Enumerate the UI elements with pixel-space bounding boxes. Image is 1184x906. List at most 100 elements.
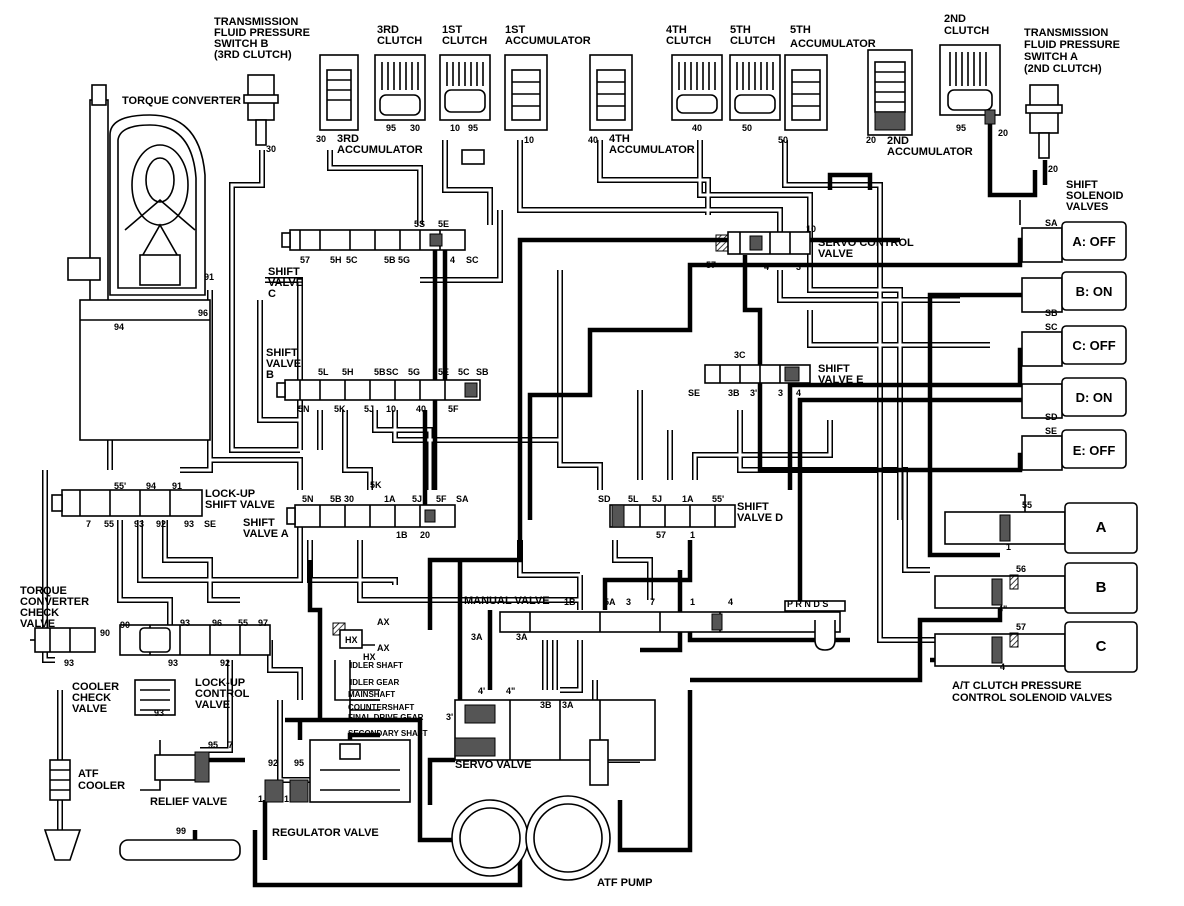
port-label: 95	[386, 123, 396, 133]
port-label: 92	[268, 758, 278, 768]
port-label: 93	[180, 618, 190, 628]
solenoid-e-label: E: OFF	[1073, 443, 1116, 458]
clutch-row	[243, 44, 1063, 165]
servo-valve	[454, 699, 656, 786]
port-label: 4	[728, 597, 733, 607]
port-label: 4'	[478, 686, 485, 696]
port-label: 3	[778, 388, 783, 398]
port-label: 5H	[330, 255, 342, 265]
solenoid-c-label: C: OFF	[1072, 338, 1115, 353]
port-label: 20	[1048, 164, 1058, 174]
solenoid-d-code: SD	[1045, 412, 1058, 422]
port-label: 3'	[446, 712, 453, 722]
port-label: 5E	[438, 219, 449, 229]
port-label: 5J	[412, 494, 422, 504]
label-lockup-control-valve: LOCK-UP CONTROL VALVE	[195, 677, 252, 711]
port-label: 1B	[396, 530, 408, 540]
port-label: 30	[316, 134, 326, 144]
port-label: 1A	[384, 494, 396, 504]
port-label: 94	[146, 481, 156, 491]
port-label: 4	[1000, 662, 1005, 672]
port-label: 90	[120, 620, 130, 630]
label-accumulator-2nd: 2ND ACCUMULATOR	[887, 135, 973, 158]
accumulator-4th	[589, 54, 633, 131]
port-label: 95	[468, 123, 478, 133]
port-label: 92	[156, 519, 166, 529]
label-at-clutch-pcs-valves: A/T CLUTCH PRESSURE CONTROL SOLENOID VAL…	[952, 680, 1112, 704]
port-label: 97	[258, 618, 268, 628]
port-label: 96	[212, 618, 222, 628]
solenoid-c-code: SC	[1045, 322, 1058, 332]
solenoid-d-label: D: ON	[1076, 390, 1113, 405]
port-label: 3'	[750, 388, 757, 398]
pc-solenoid-b-label: B	[1096, 579, 1107, 596]
port-label: 1	[690, 597, 695, 607]
label-accumulator-4th: 4TH ACCUMULATOR	[609, 133, 695, 156]
accumulator-2nd	[867, 49, 913, 136]
port-label: 3A	[516, 632, 528, 642]
label-torque-converter: TORQUE CONVERTER	[122, 95, 241, 107]
port-label: 5K	[334, 404, 346, 414]
port-label: 3	[796, 262, 801, 272]
port-label: 96	[198, 308, 208, 318]
port-label: SE	[688, 388, 700, 398]
lockup-control-valve	[119, 624, 271, 656]
lockup-shift-valve	[51, 489, 203, 517]
accumulator-3rd	[319, 54, 359, 131]
port-label: SC	[386, 367, 399, 377]
clutch-4th	[671, 54, 723, 121]
label-manual-valve: MANUAL VALVE	[464, 595, 550, 607]
label-accumulator-5th: 5TH ACCUMULATOR	[790, 24, 876, 50]
shaft-label-final-drive-gear: FINAL DRIVE GEAR	[348, 713, 424, 722]
port-label: 50	[778, 135, 788, 145]
clutch-5th	[729, 54, 781, 121]
label-manual-positions: P R N D S	[787, 599, 828, 609]
pc-solenoid-a-label: A	[1096, 519, 1107, 536]
port-label: 3A	[471, 632, 483, 642]
port-label: 93	[168, 658, 178, 668]
shift-solenoids: A: OFF SA B: ON SB C: OFF SC D: ON SD E:…	[1021, 218, 1127, 471]
port-label: 5B	[330, 494, 342, 504]
solenoid-e-code: SE	[1045, 426, 1057, 436]
label-clutch-3rd: 3RD CLUTCH	[377, 24, 422, 47]
pressure-switch-a	[1025, 84, 1063, 159]
regulator-valve	[264, 739, 411, 803]
port-label: SB	[476, 367, 489, 377]
shaft-label-idler-shaft: IDLER SHAFT	[350, 661, 403, 670]
port-label: 99	[176, 826, 186, 836]
label-accumulator-1st: 1ST ACCUMULATOR	[505, 24, 591, 47]
port-label: 30	[410, 123, 420, 133]
port-label: 57	[656, 530, 666, 540]
solenoid-a: A: OFF SA	[1021, 218, 1127, 263]
servo-control-valve	[715, 231, 811, 255]
port-label: 55	[104, 519, 114, 529]
port-label: 7	[228, 740, 233, 750]
port-label: 7	[650, 597, 655, 607]
label-shift-valve-e: SHIFT VALVE E	[818, 363, 863, 386]
port-label: 94	[114, 322, 124, 332]
port-label: 93	[64, 658, 74, 668]
port-label: 5J	[652, 494, 662, 504]
label-shift-valve-c: SHIFT VALVE C	[268, 266, 306, 300]
pc-solenoid-c-label: C	[1096, 638, 1107, 655]
port-label: 10	[450, 123, 460, 133]
port-label: 3	[626, 597, 631, 607]
pc-solenoid-b-port: 56	[1016, 564, 1026, 574]
port-label: 1	[690, 530, 695, 540]
label-clutch-4th: 4TH CLUTCH	[666, 24, 711, 47]
label-pressure-switch-a: TRANSMISSION FLUID PRESSURE SWITCH A (2N…	[1024, 27, 1123, 75]
pc-solenoid-c-port: 57	[1016, 622, 1026, 632]
pc-solenoid-c: C 57	[934, 621, 1138, 673]
port-label: 5F	[448, 404, 459, 414]
port-label: 55	[238, 618, 248, 628]
port-label: SC	[466, 255, 479, 265]
port-label: 1	[258, 794, 263, 804]
port-label: 55'	[114, 481, 126, 491]
component-labels: TORQUE CONVERTER TRANSMISSION FLUID PRES…	[20, 13, 1124, 889]
port-label: 4	[796, 388, 801, 398]
atf-cooler	[43, 759, 82, 861]
label-servo-control-valve: SERVO CONTROL VALVE	[818, 237, 917, 260]
port-label: 7	[86, 519, 91, 529]
port-label: 93	[134, 519, 144, 529]
